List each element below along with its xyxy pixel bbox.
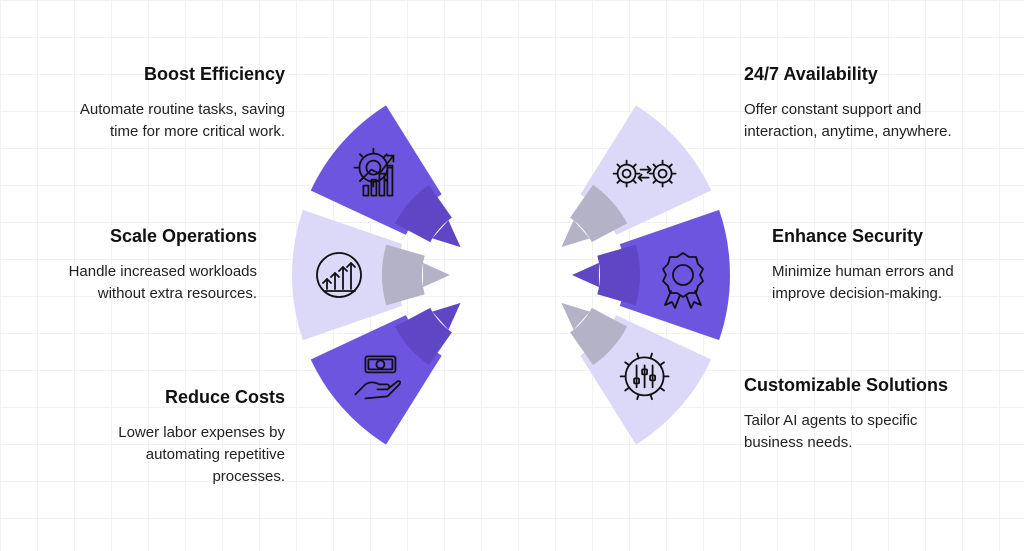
- item-title: Customizable Solutions: [744, 375, 949, 395]
- segment-inner-band-availability: [570, 184, 628, 243]
- segment-pointer-scale-operations: [423, 262, 450, 288]
- gears-arrows-icon: [612, 159, 677, 188]
- segment-pointer-boost-efficiency: [432, 220, 461, 248]
- segment-inner-band-boost-efficiency: [394, 184, 452, 243]
- item-desc-line: Tailor AI agents to specific: [744, 412, 918, 429]
- item-desc-line: processes.: [212, 468, 285, 485]
- item-title: Reduce Costs: [164, 387, 285, 407]
- gear-sliders-icon: [619, 352, 670, 401]
- item-desc-line: Lower labor expenses by: [118, 424, 285, 441]
- segment-pointer-reduce-costs: [432, 302, 461, 330]
- item-desc-line: improve decision-making.: [772, 285, 943, 302]
- item-scale-operations: Scale Operations Handle increased worklo…: [69, 226, 257, 305]
- award-badge-icon: [662, 252, 704, 309]
- scaling-arrows-icon: [316, 252, 362, 298]
- segment-pointer-enhance-security: [572, 262, 599, 288]
- segment-inner-band-reduce-costs: [394, 307, 452, 366]
- segment-inner-band-customizable-solutions: [570, 307, 628, 366]
- segment-inner-band-enhance-security: [597, 244, 640, 306]
- item-desc-line: Handle increased workloads: [68, 263, 257, 280]
- item-title: 24/7 Availability: [744, 64, 878, 84]
- item-reduce-costs: Reduce Costs Lower labor expenses by aut…: [118, 387, 285, 488]
- item-desc-line: without extra resources.: [97, 285, 257, 302]
- item-desc-line: Minimize human errors and: [772, 263, 954, 280]
- item-desc-line: interaction, anytime, anywhere.: [744, 123, 952, 140]
- item-desc-line: business needs.: [744, 434, 853, 451]
- item-desc-line: automating repetitive: [145, 446, 285, 463]
- item-availability: 24/7 Availability Offer constant support…: [744, 64, 952, 143]
- segment-scale-operations: [292, 209, 403, 341]
- hand-cash-icon: [354, 355, 401, 400]
- item-desc-line: Automate routine tasks, saving: [79, 101, 285, 118]
- item-title: Scale Operations: [109, 226, 257, 246]
- segment-boost-efficiency: [310, 105, 442, 235]
- item-desc-line: Offer constant support and: [744, 101, 922, 118]
- segment-pointer-availability: [561, 220, 590, 248]
- item-boost-efficiency: Boost Efficiency Automate routine tasks,…: [80, 64, 285, 143]
- item-enhance-security: Enhance Security Minimize human errors a…: [772, 226, 954, 305]
- segment-inner-band-scale-operations: [381, 244, 425, 306]
- item-desc-line: time for more critical work.: [109, 123, 285, 140]
- item-customizable-solutions: Customizable Solutions Tailor AI agents …: [744, 375, 948, 454]
- segment-customizable-solutions: [580, 315, 712, 445]
- gear-growth-chart-icon: [353, 147, 395, 197]
- item-title: Boost Efficiency: [143, 64, 285, 84]
- item-title: Enhance Security: [772, 226, 924, 246]
- segment-pointer-customizable-solutions: [561, 302, 590, 330]
- segment-enhance-security: [619, 209, 730, 341]
- segment-reduce-costs: [310, 315, 442, 445]
